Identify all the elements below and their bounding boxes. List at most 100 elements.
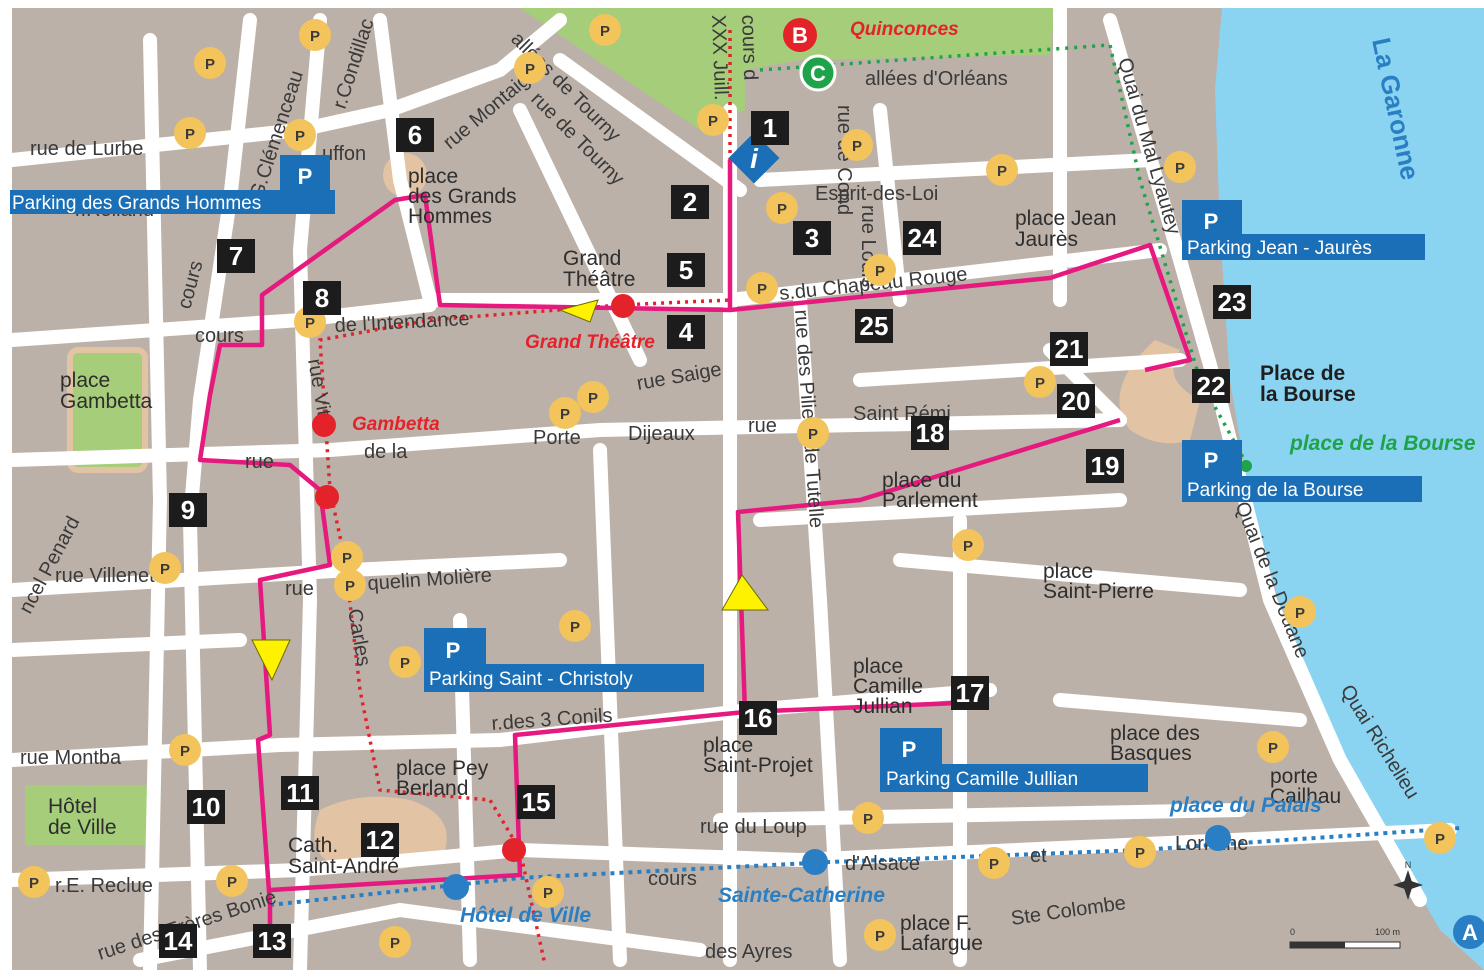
parking-icon[interactable]: P [1164,151,1196,183]
tram-a-badge-icon[interactable] [1453,915,1484,949]
parking-icon[interactable]: P [852,802,884,834]
parking-p-icon: P [298,164,313,189]
parking-icon[interactable]: P [194,47,226,79]
route-marker[interactable]: 17 [951,676,989,710]
parking-icon[interactable]: P [174,117,206,149]
route-marker[interactable]: 15 [517,785,555,819]
svg-text:19: 19 [1091,451,1120,481]
route-marker[interactable]: 10 [187,790,225,824]
parking-icon[interactable]: P [986,154,1018,186]
parking-saint-christoly[interactable]: P Parking Saint - Christoly [424,628,704,692]
route-marker[interactable]: 13 [253,924,291,958]
svg-text:14: 14 [164,926,193,956]
route-marker[interactable]: 9 [169,493,207,527]
place-label-line: place [703,734,753,757]
station-dot-sainte-catherine[interactable] [802,849,828,875]
parking-icon[interactable]: P [559,610,591,642]
route-marker[interactable]: 1 [751,111,789,145]
parking-icon[interactable]: P [952,529,984,561]
route-marker[interactable]: 5 [667,253,705,287]
route-marker[interactable]: 2 [671,185,709,219]
svg-text:24: 24 [908,223,937,253]
parking-icon[interactable]: P [389,646,421,678]
parking-icon[interactable]: P [331,541,363,573]
parking-icon[interactable]: P [1424,822,1456,854]
place-label-line: Saint-Pierre [1043,580,1154,603]
place-label-line: porte [1270,765,1318,788]
route-marker[interactable]: 23 [1213,285,1251,319]
parking-icon[interactable]: P [514,52,546,84]
parking-icon[interactable]: P [1284,596,1316,628]
parking-icon[interactable]: P [334,569,366,601]
route-marker[interactable]: 16 [739,701,777,735]
parking-icon[interactable]: P [697,104,729,136]
station-dot-pey-berland[interactable] [502,838,526,862]
street-label: de la [364,441,408,463]
tram-badges: B C A [783,18,1484,949]
route-marker[interactable]: 7 [217,239,255,273]
route-marker[interactable]: 12 [361,823,399,857]
street-label: rue du Loup [700,816,807,838]
parking-icon[interactable]: P [284,119,316,151]
station-dot-gambetta-2[interactable] [315,485,339,509]
route-marker[interactable]: 14 [159,924,197,958]
parking-icon[interactable]: P [797,417,829,449]
tram-c-badge-icon[interactable] [799,54,837,92]
parking-icon[interactable]: P [1257,731,1289,763]
parking-icon[interactable]: P [864,254,896,286]
route-marker[interactable]: 18 [911,416,949,450]
station-dot-gambetta[interactable] [312,413,336,437]
station-dot-grand-theatre[interactable] [611,294,635,318]
parking-icon[interactable]: P [532,876,564,908]
parking-icon[interactable]: P [149,552,181,584]
route-marker[interactable]: 24 [903,221,941,255]
parking-icon[interactable]: P [577,381,609,413]
parking-grands-hommes[interactable]: P Parking des Grands Hommes [10,155,335,214]
route-marker[interactable]: 25 [855,309,893,343]
route-marker[interactable]: 22 [1192,369,1230,403]
route-marker[interactable]: 20 [1057,384,1095,418]
tram-b-badge-icon[interactable] [783,18,817,52]
parking-icon[interactable]: P [169,734,201,766]
svg-text:P: P [708,113,718,130]
svg-text:20: 20 [1062,386,1091,416]
route-marker[interactable]: 11 [281,776,319,810]
route-marker[interactable]: 3 [793,221,831,255]
station-dot-place-bourse[interactable] [1240,460,1252,472]
parking-icon[interactable]: P [746,272,778,304]
scale-end: 100 m [1375,927,1400,937]
place-label-line: place F. [900,912,972,935]
route-marker[interactable]: 6 [396,118,434,152]
parking-icon[interactable]: P [216,865,248,897]
route-marker[interactable]: 21 [1050,332,1088,366]
parking-bourse[interactable]: P Parking de la Bourse [1182,440,1422,502]
parking-icon[interactable]: P [864,919,896,951]
station-dot-hotel-de-ville[interactable] [443,874,469,900]
parking-camille-jullian[interactable]: P Parking Camille Jullian [880,728,1148,792]
parking-icon[interactable]: P [1124,836,1156,868]
parking-label: Parking Saint - Christoly [429,669,633,690]
place-bourse-label: Place de [1260,362,1345,385]
route-marker[interactable]: 19 [1086,449,1124,483]
route-marker[interactable]: 4 [667,315,705,349]
svg-text:P: P [345,578,355,595]
parking-boxes: P Parking des Grands Hommes P Parking Je… [10,155,1425,792]
parking-icon[interactable]: P [978,847,1010,879]
svg-text:P: P [989,856,999,873]
info-icon[interactable]: i [728,132,780,184]
parking-jean-jaures[interactable]: P Parking Jean - Jaurès [1182,200,1425,260]
parking-icon[interactable]: P [841,129,873,161]
parking-icon[interactable]: P [1024,366,1056,398]
station-dot-place-du-palais[interactable] [1205,825,1231,851]
parking-icon[interactable]: P [379,926,411,958]
place-bourse-label: la Bourse [1260,383,1356,406]
parking-icon[interactable]: P [18,866,50,898]
route-marker[interactable]: 8 [303,281,341,315]
parking-icon[interactable]: P [766,192,798,224]
scale-start: 0 [1290,927,1295,937]
place-label-line: Cailhau [1270,785,1341,808]
parking-icon[interactable]: P [299,19,331,51]
parking-icon[interactable]: P [549,397,581,429]
parking-icon[interactable]: P [589,14,621,46]
